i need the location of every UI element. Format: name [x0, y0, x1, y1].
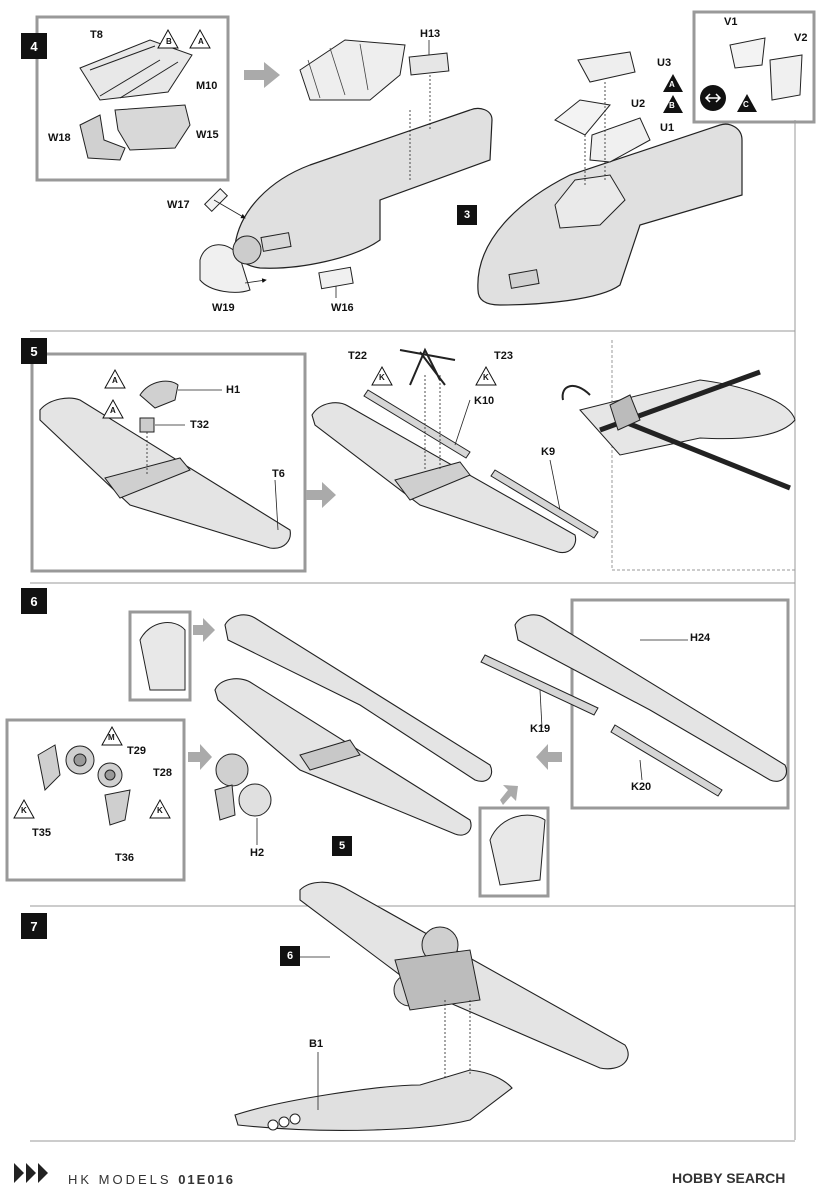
- step6-arrow-right: [536, 744, 562, 770]
- label-u2: U2: [631, 98, 646, 110]
- footer-brand: HK MODELS 01E016: [68, 1172, 235, 1187]
- marker-k-t23: K: [483, 373, 489, 382]
- label-k10: K10: [474, 395, 495, 407]
- step6-gear-box: [5, 718, 186, 882]
- label-w18: W18: [48, 132, 71, 144]
- label-h13: H13: [420, 28, 441, 40]
- footer-brand-name: HK MODELS: [68, 1172, 172, 1187]
- step6-right-box: [480, 598, 790, 810]
- hk-logo: [14, 1163, 48, 1183]
- step-number-7: 7: [21, 913, 47, 939]
- label-w15: W15: [196, 129, 219, 141]
- step4-fuselage-right: [477, 51, 743, 306]
- label-t23: T23: [494, 350, 513, 362]
- label-b1: B1: [309, 1038, 324, 1050]
- section-frames: [30, 120, 796, 1142]
- label-k9: K9: [541, 446, 556, 458]
- label-h1: H1: [226, 384, 241, 396]
- marker-a: A: [198, 37, 204, 46]
- step4-v-parts-box: [692, 10, 816, 124]
- step4-subassembly-box: [35, 15, 230, 182]
- label-w19: W19: [212, 302, 235, 314]
- label-t28: T28: [153, 767, 172, 779]
- marker-k-t22: K: [379, 373, 385, 382]
- step5-detail-view: [561, 369, 796, 491]
- step-number-5: 5: [21, 338, 47, 364]
- step6-wing: [214, 614, 493, 836]
- marker-k-t36: K: [157, 806, 163, 815]
- label-u1: U1: [660, 122, 675, 134]
- label-k20: K20: [631, 781, 652, 793]
- label-t32: T32: [190, 419, 209, 431]
- step5-wing: [311, 347, 599, 554]
- ref-step-6: 6: [280, 946, 300, 966]
- ref-step-3: 3: [457, 205, 477, 225]
- step4-fuselage: [199, 39, 493, 298]
- step4-arrow: [244, 62, 280, 88]
- label-m10: M10: [196, 80, 218, 92]
- marker-k-t35: K: [21, 806, 27, 815]
- label-w17: W17: [167, 199, 190, 211]
- footer-code: 01E016: [178, 1172, 236, 1187]
- marker-c-solid: C: [743, 100, 749, 109]
- label-k19: K19: [530, 723, 551, 735]
- step7-assembly: [234, 881, 629, 1131]
- label-t22: T22: [348, 350, 367, 362]
- step-number-4: 4: [21, 33, 47, 59]
- label-u3: U3: [657, 57, 672, 69]
- marker-b-solid: B: [669, 101, 675, 110]
- marker-b: B: [166, 37, 172, 46]
- label-h2: H2: [250, 847, 265, 859]
- label-t8: T8: [90, 29, 103, 41]
- label-t35: T35: [32, 827, 51, 839]
- ref-step-5: 5: [332, 836, 352, 856]
- step-number-6: 6: [21, 588, 47, 614]
- label-h24: H24: [690, 632, 711, 644]
- step5-subassembly-box: [30, 352, 307, 573]
- marker-a-h1: A: [112, 376, 118, 385]
- footer-watermark: HOBBY SEARCH: [672, 1170, 786, 1186]
- label-w16: W16: [331, 302, 354, 314]
- marker-a-t32: A: [110, 406, 116, 415]
- label-v1: V1: [724, 16, 738, 28]
- step6-wingtip-insets: [128, 610, 550, 898]
- step5-arrow: [306, 482, 336, 508]
- label-t29: T29: [127, 745, 146, 757]
- label-t6: T6: [272, 468, 285, 480]
- step6-arrow-left: [188, 744, 212, 770]
- label-v2: V2: [794, 32, 808, 44]
- step6-gear-assembled: [214, 753, 272, 845]
- label-t36: T36: [115, 852, 134, 864]
- marker-a-solid: A: [669, 80, 675, 89]
- marker-m: M: [108, 733, 115, 742]
